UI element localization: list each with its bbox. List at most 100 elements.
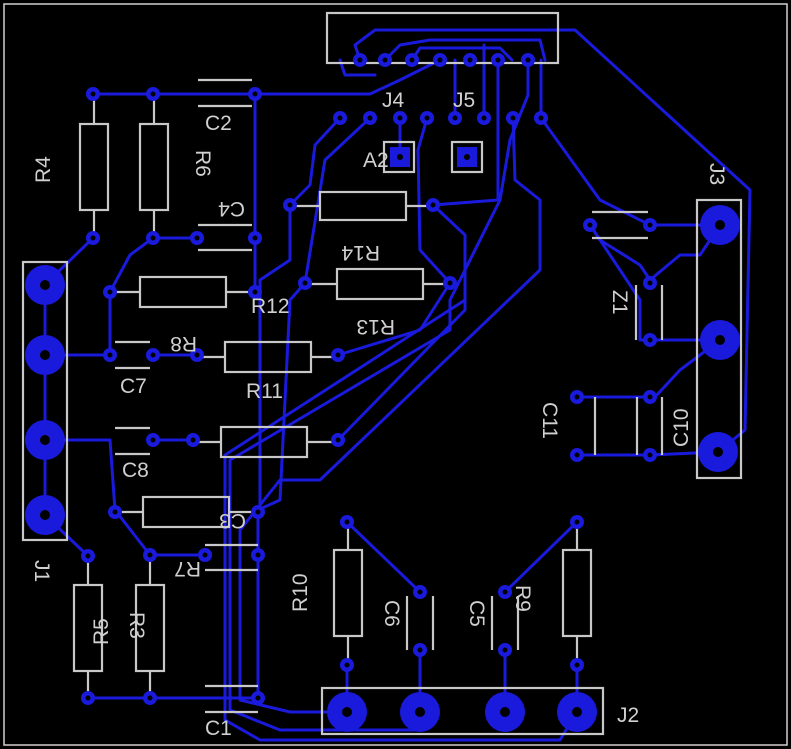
label-z1: Z1 [608,290,631,315]
pad-hole [90,235,96,241]
pad-hole [574,452,580,458]
connector-pad-hole [40,435,50,445]
pad-j5-outline [450,140,484,174]
square-pad-hole [464,154,470,160]
label-j1: J1 [30,560,53,582]
pad-hole [344,662,350,668]
label-j3: J3 [705,163,728,185]
label-c3: C3 [219,509,246,532]
pad-hole [647,394,653,400]
trace [416,116,452,285]
label-c1: C1 [205,717,232,740]
pad-hole [202,552,208,558]
pad-hole [574,662,580,668]
pad-hole [150,437,156,443]
pad-hole [85,695,91,701]
pad-hole [252,289,258,295]
pad-hole [190,437,196,443]
connector-j3-outline [695,198,743,480]
label-r14: R14 [341,241,380,264]
pad-hole [335,437,341,443]
trace [410,46,514,62]
connector-j1-outline [21,260,69,542]
pad-hole [495,57,501,63]
trace [598,238,722,342]
label-r6: R6 [191,150,214,177]
pad-hole [252,91,258,97]
pad-hole [430,202,436,208]
pads [25,53,740,732]
trace [503,520,579,594]
label-j5: J5 [453,89,475,112]
pad-hole [587,222,593,228]
connector-pad-hole [500,707,510,717]
pad-hole [502,589,508,595]
pad-hole [194,352,200,358]
pad-hole [525,57,531,63]
label-a2: A2 [363,149,389,172]
pad-hole [357,57,363,63]
trace [108,236,155,357]
pad-hole [150,352,156,358]
connector-pad-hole [40,510,50,520]
trace [258,203,292,512]
label-c11: C11 [538,402,561,439]
trace [238,116,542,714]
label-c7: C7 [120,375,147,398]
square-pad-hole [397,154,403,160]
trace [575,338,722,399]
pad-hole [302,280,308,286]
label-c6: C6 [380,600,403,627]
pad-hole [424,115,430,121]
connector-pad-hole [415,707,425,717]
connector-pad-hole [713,447,723,457]
pad-hole [287,202,293,208]
pad-hole [112,509,118,515]
pad-hole [647,337,653,343]
trace [345,520,422,594]
pad-hole [367,115,373,121]
trace [223,298,579,742]
label-j2: J2 [617,704,639,727]
trace [303,116,372,285]
pad-hole [574,519,580,525]
pad-hole [397,115,403,121]
label-j4: J4 [382,89,405,112]
pad-hole [255,695,261,701]
pad-hole [452,115,458,121]
pad-hole [255,552,261,558]
label-r4: R4 [32,156,55,183]
pad-hole [90,91,96,97]
label-r11: R11 [246,380,283,403]
label-c2: C2 [205,112,232,135]
pad-hole [335,352,341,358]
pad-hole [481,115,487,121]
pad-hole [467,57,473,63]
pad-hole [447,280,453,286]
pad-hole [510,115,516,121]
label-r13: R13 [356,315,395,338]
connector-j2-outline [320,686,605,736]
pad-hole [647,452,653,458]
label-r8: R8 [170,332,197,355]
connector-pad-hole [40,280,50,290]
trace [253,58,442,96]
pad-hole [417,589,423,595]
connector-pad-hole [572,707,582,717]
pad-hole [107,352,113,358]
board-edge [3,3,788,746]
trace [383,38,547,62]
pad-hole [417,647,423,653]
label-r5: R5 [90,618,113,645]
trace [256,281,307,512]
pad-hole [409,57,415,63]
trace [228,58,530,732]
pad-a2-outline [382,140,416,174]
pad-hole [252,235,258,241]
trace [338,58,377,77]
connector-pad-hole [715,335,725,345]
pad-hole [647,222,653,228]
label-r9: R9 [511,585,534,612]
pad-hole [147,552,153,558]
